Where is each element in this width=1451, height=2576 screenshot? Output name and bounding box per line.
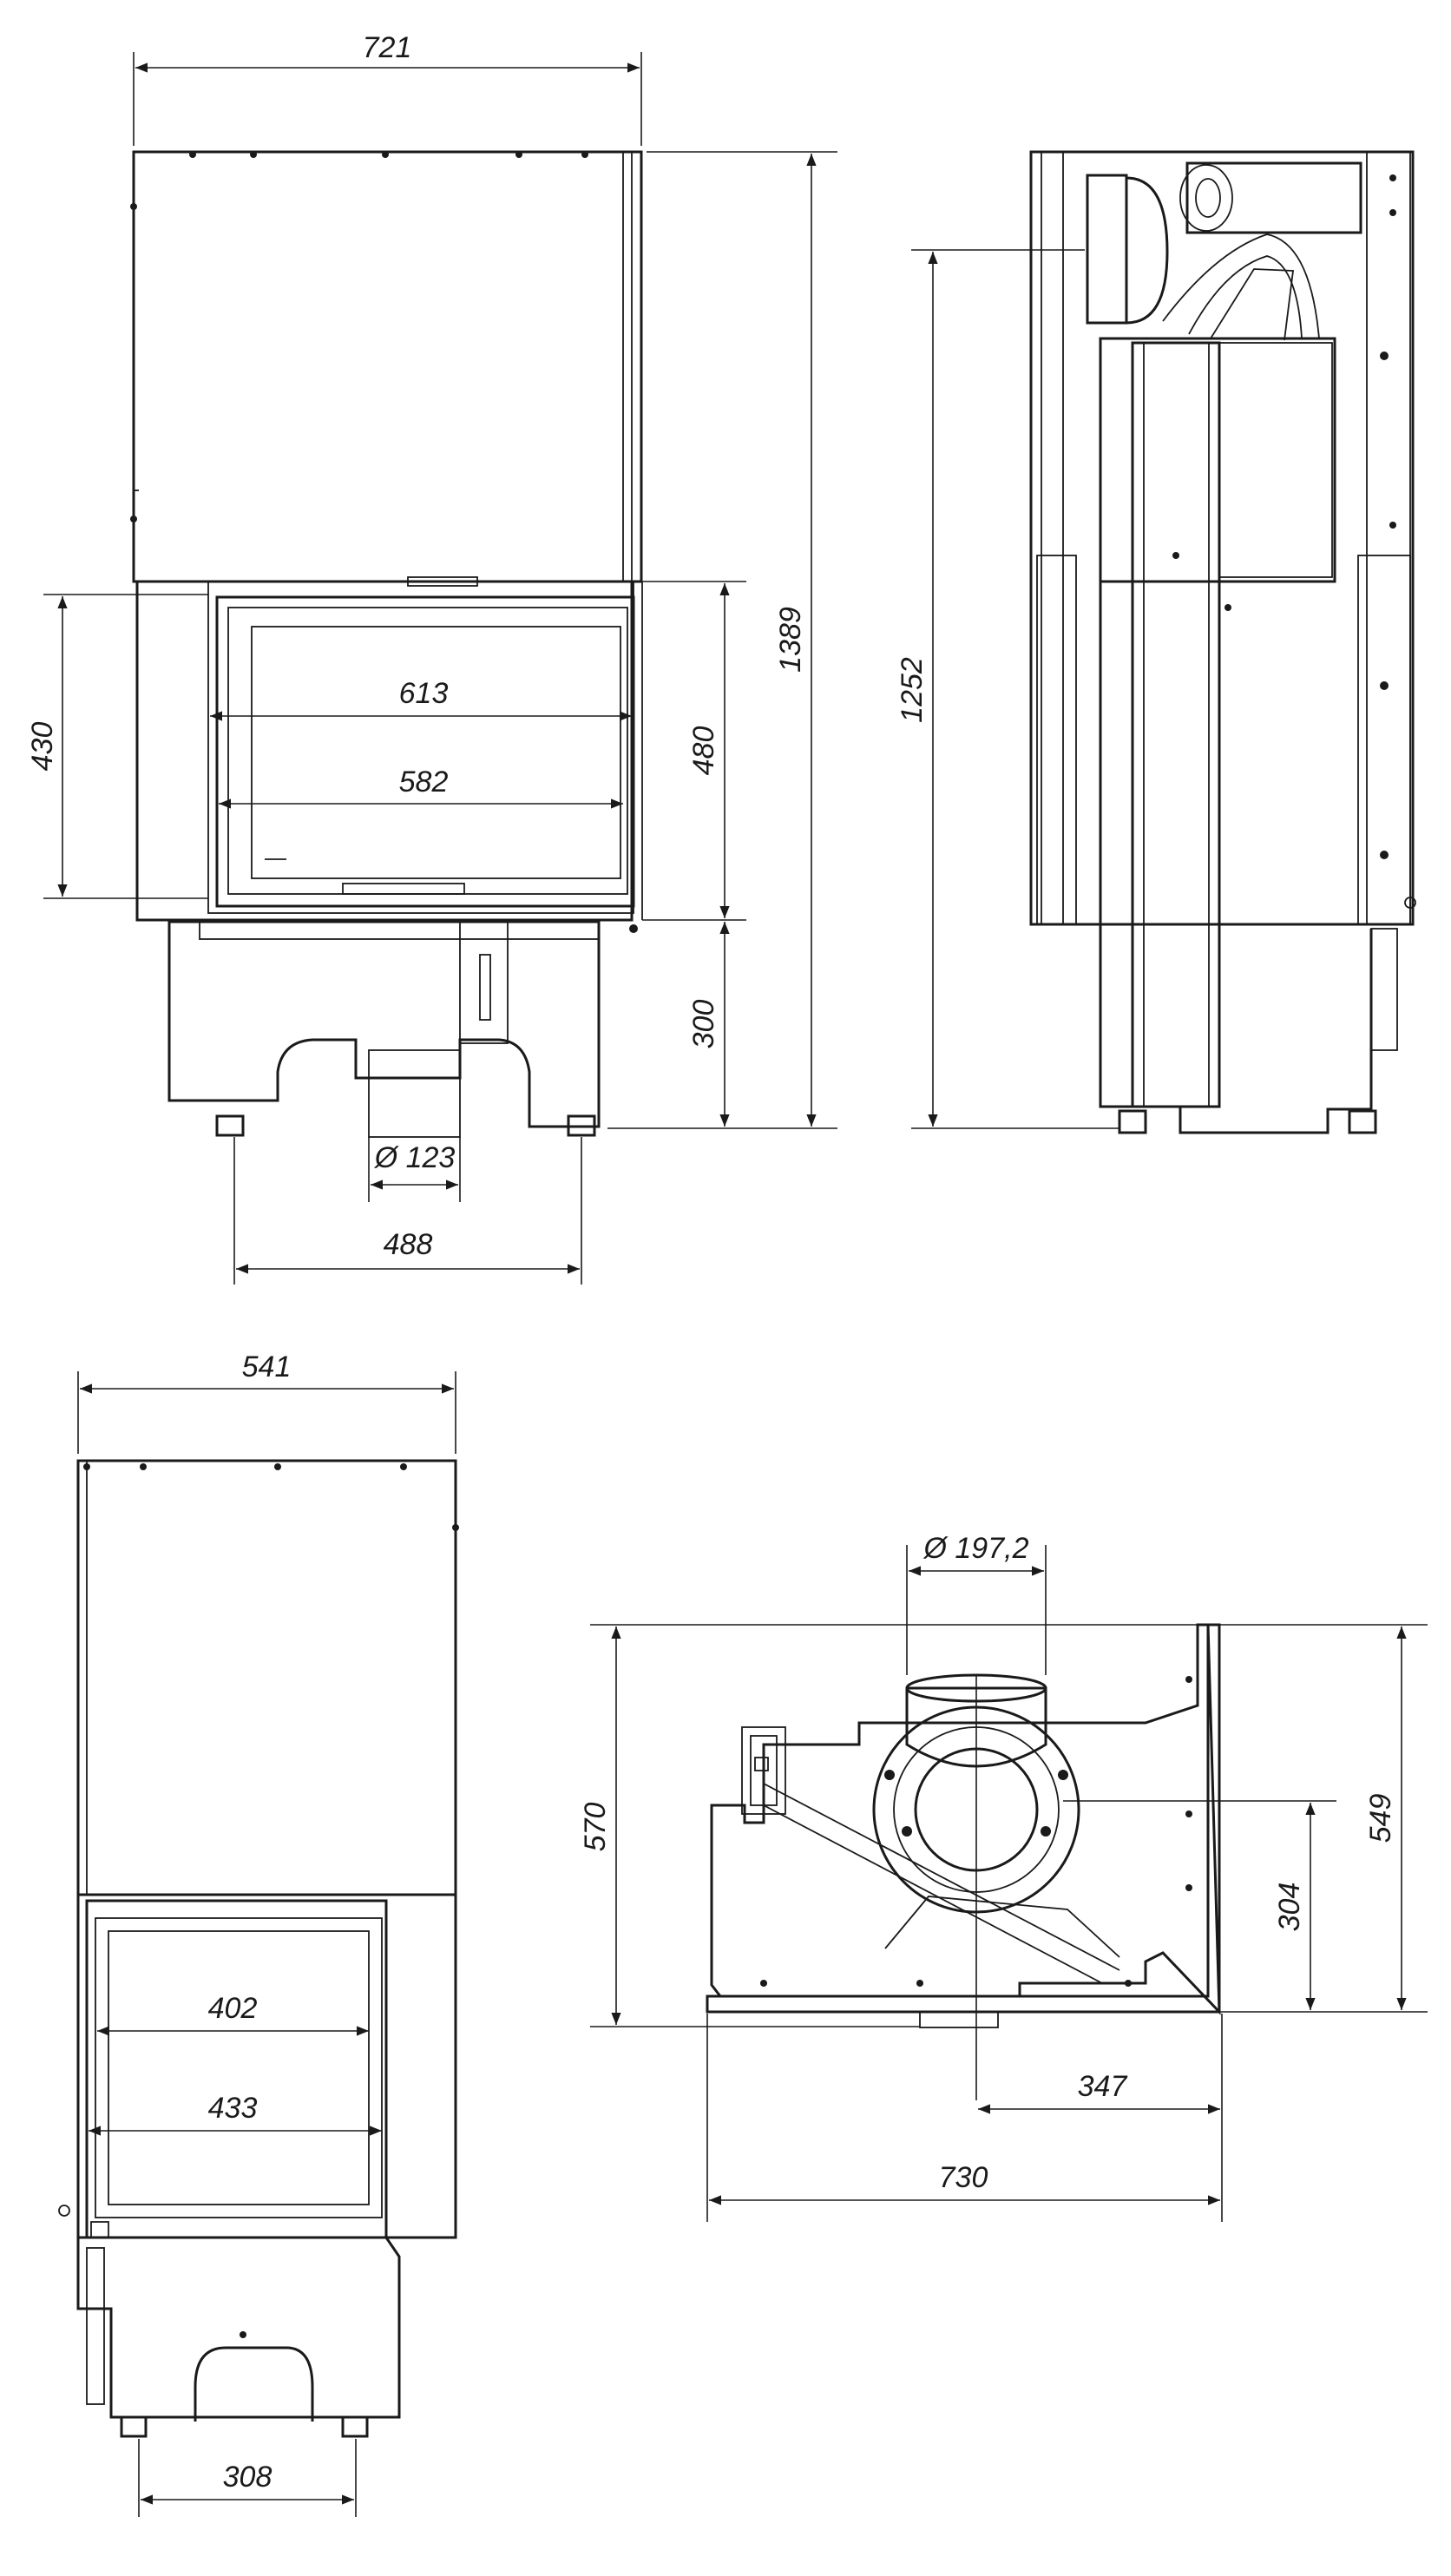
dim-top-flue-offset-y: 304	[1273, 1883, 1306, 1932]
front-dimensions: 721 1389 430 613 582 480 300 Ø 123 488	[26, 31, 837, 1285]
front-view	[130, 150, 643, 1138]
side-view	[1029, 150, 1416, 1134]
side-foot-right	[1348, 1109, 1377, 1134]
dim-top-total-width: 730	[939, 2161, 988, 2194]
top-outer-outline	[710, 1623, 1221, 2015]
dim-flue-small: Ø 123	[374, 1141, 456, 1174]
side-flue-collar	[1086, 174, 1128, 325]
front-foot-left	[215, 1114, 245, 1137]
side-upper-box	[1099, 337, 1336, 583]
side-glass-firebox	[76, 1893, 457, 2239]
dim-feet-spacing-side: 308	[223, 2461, 272, 2494]
side-glass-foot-right	[341, 2415, 369, 2438]
top-handle-box	[741, 1726, 786, 1815]
front-glass	[251, 626, 621, 879]
dim-top-flue-offset-x: 347	[1078, 2070, 1128, 2103]
dim-top-depth: 570	[579, 1803, 612, 1852]
side-firebox-column	[1131, 341, 1221, 1108]
top-view	[706, 1623, 1221, 2028]
dim-front-width: 721	[363, 31, 412, 64]
side-glass-hood	[76, 1459, 457, 1896]
side-glass-view	[58, 1459, 459, 2438]
dim-front-height-total: 1389	[774, 607, 807, 673]
front-firebox	[135, 580, 634, 922]
dim-top-depth-right: 549	[1364, 1794, 1397, 1843]
dim-side-glass-inner: 402	[208, 1992, 258, 2025]
dim-feet-spacing-front: 488	[384, 1228, 433, 1261]
front-hood	[132, 150, 643, 583]
dim-front-glass-inner: 582	[399, 766, 449, 798]
dim-side-view-width: 541	[242, 1350, 292, 1383]
front-base	[167, 920, 601, 1128]
top-dimensions: Ø 197,2 570 549 304 347 730	[579, 1532, 1428, 2222]
side-dimensions: 1252	[896, 249, 1119, 1129]
dim-side-height: 1252	[896, 657, 929, 723]
front-door	[215, 595, 635, 908]
side-foot-left	[1118, 1109, 1147, 1134]
front-foot-right	[567, 1114, 596, 1137]
side-glass-dimensions: 541 402 433 308	[77, 1350, 456, 2517]
side-outer-frame	[1029, 150, 1415, 926]
side-glass-foot-left	[120, 2415, 148, 2438]
side-glass-pane	[108, 1930, 370, 2205]
dim-front-door-height: 430	[26, 722, 59, 772]
dim-flue-top: Ø 197,2	[923, 1532, 1029, 1565]
dim-front-base-height: 300	[687, 1000, 720, 1049]
dim-side-glass-outer: 433	[208, 2092, 258, 2125]
dim-front-opening-height: 480	[687, 726, 720, 776]
dim-front-glass-outer: 613	[399, 677, 449, 710]
